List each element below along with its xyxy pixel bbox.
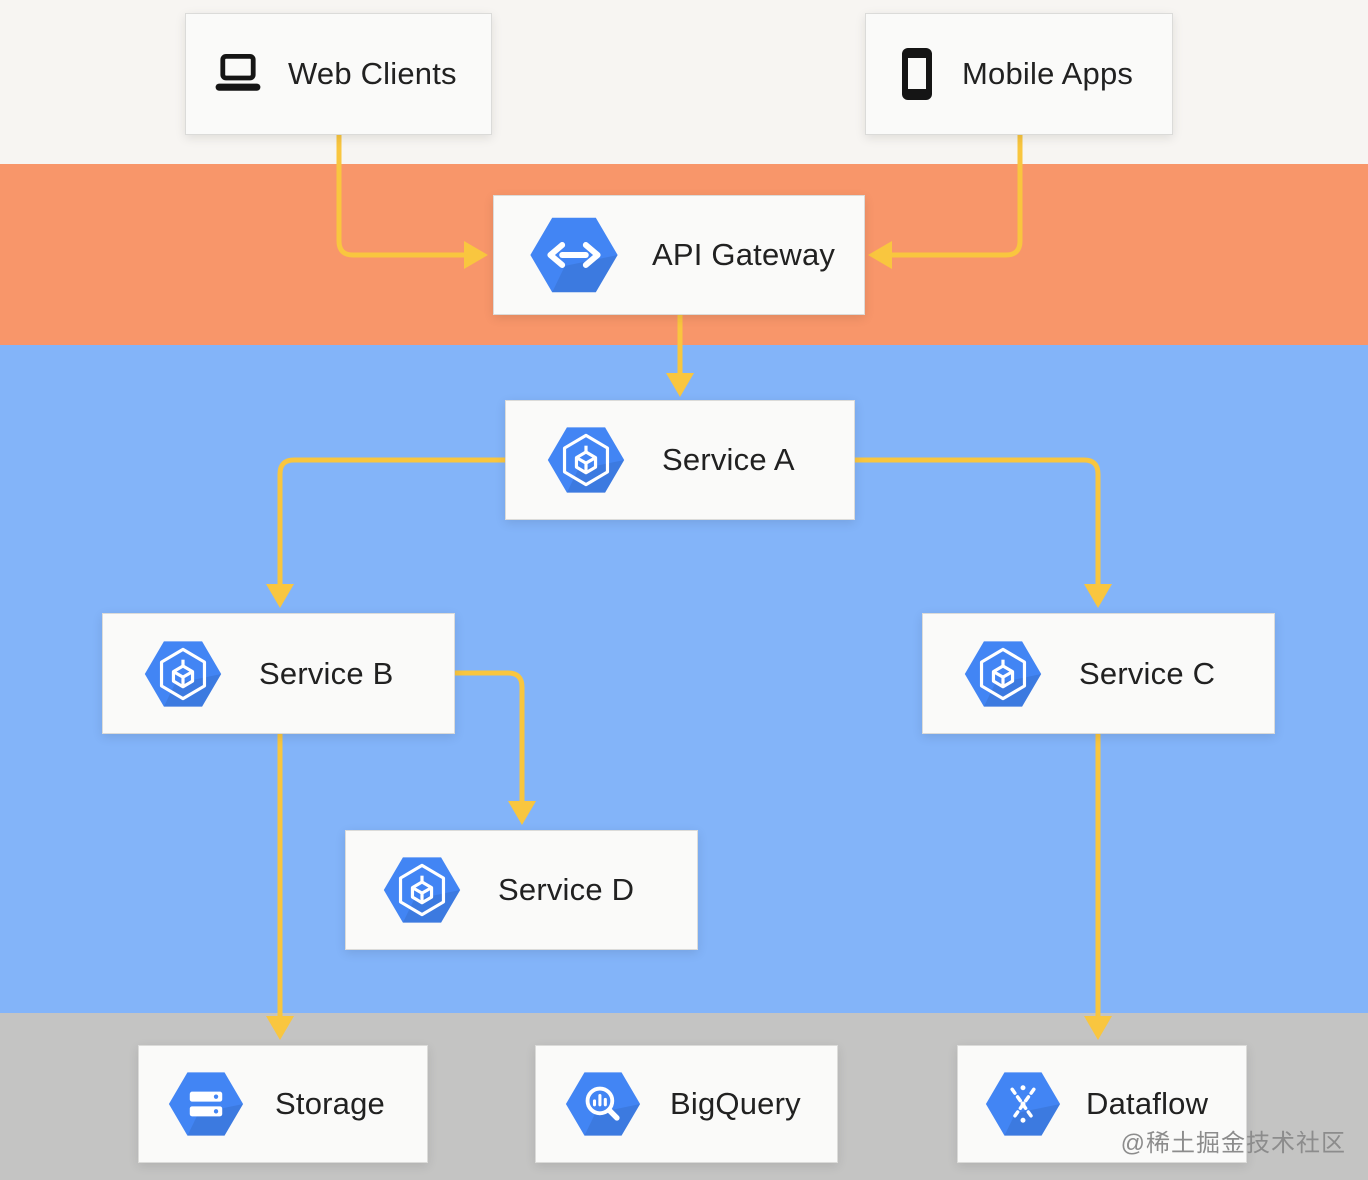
node-label: BigQuery [670,1086,801,1121]
node-api-gateway: API Gateway [493,195,865,315]
node-service-c: Service C [922,613,1275,734]
bigquery-hexagon-icon [564,1070,642,1138]
node-label: API Gateway [652,237,836,272]
node-label: Service A [662,442,795,477]
service-hexagon-icon [382,855,462,925]
node-service-d: Service D [345,830,698,950]
service-hexagon-icon [546,425,626,495]
node-label: Mobile Apps [962,56,1134,91]
api-gateway-hexagon-icon [528,215,620,295]
node-label: Service D [498,872,635,907]
node-service-b: Service B [102,613,455,734]
node-dataflow: Dataflow [957,1045,1247,1163]
laptop-icon [214,53,262,95]
service-hexagon-icon [963,639,1043,709]
node-mobile-apps: Mobile Apps [865,13,1173,135]
dataflow-hexagon-icon [984,1070,1062,1138]
cloud-storage-hexagon-icon [167,1070,245,1138]
node-label: Service C [1079,655,1216,691]
node-service-a: Service A [505,400,855,520]
service-hexagon-icon [143,639,223,709]
smartphone-icon [900,46,934,102]
node-bigquery: BigQuery [535,1045,838,1163]
node-label: Storage [275,1086,385,1121]
site-watermark: @稀土掘金技术社区 [1120,1130,1346,1157]
node-label: Dataflow [1086,1086,1209,1121]
node-label: Web Clients [288,56,457,91]
node-storage: Storage [138,1045,428,1163]
node-label: Service B [259,655,394,691]
node-web-clients: Web Clients [185,13,492,135]
